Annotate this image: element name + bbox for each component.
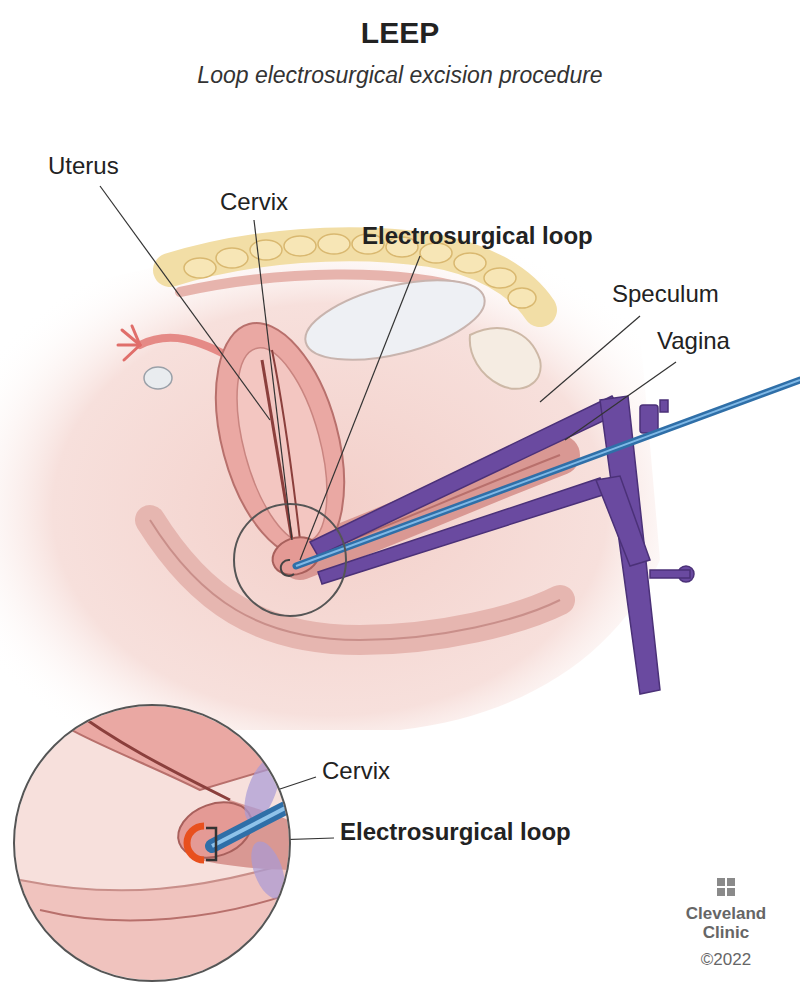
part-label: Speculum [612, 280, 719, 308]
pelvis-section [0, 234, 800, 730]
part-label: Electrosurgical loop [340, 818, 571, 846]
inset-magnifier [10, 700, 320, 983]
diagram-title: LEEP [361, 16, 439, 51]
part-label: Electrosurgical loop [362, 222, 593, 250]
copyright: ©2022 [701, 950, 751, 970]
subtitle: Loop electrosurgical excision procedure [197, 62, 602, 88]
part-label: Cervix [220, 188, 288, 216]
logo-mark [717, 873, 735, 896]
part-label: Cervix [322, 757, 390, 785]
logo-text: Cleveland Clinic [678, 905, 774, 942]
part-label: Uterus [48, 152, 119, 180]
part-label: Vagina [657, 327, 730, 355]
